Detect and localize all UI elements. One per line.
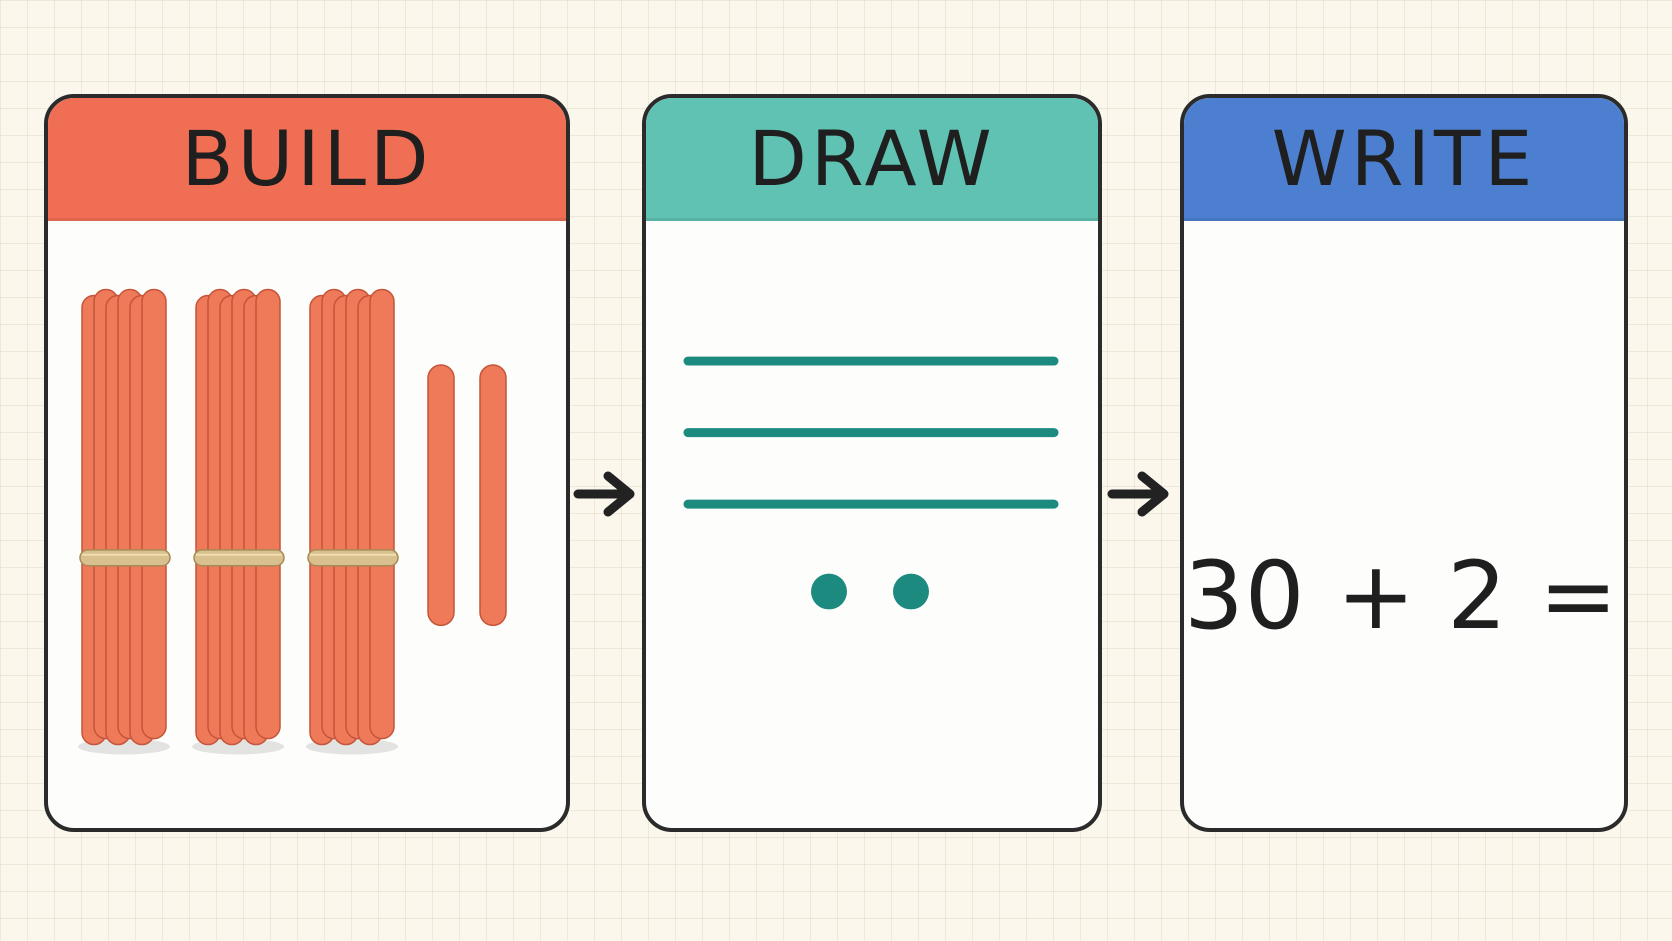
arrow-right-icon: [1106, 464, 1176, 524]
stick-bundle-of-ten: [78, 288, 171, 755]
build-panel-body: [48, 218, 566, 828]
ones-dot: [893, 573, 929, 610]
write-panel-header: WRITE: [1184, 98, 1624, 221]
write-panel: WRITE 30 + 2 = 32: [1180, 94, 1628, 832]
write-panel-body: 30 + 2 = 32: [1184, 218, 1624, 828]
write-title: WRITE: [1271, 113, 1537, 203]
build-title: BUILD: [181, 113, 433, 203]
draw-panel-header: DRAW: [646, 98, 1098, 221]
draw-panel: DRAW: [642, 94, 1102, 832]
arrow-right-icon: [572, 464, 642, 524]
single-stick: [479, 364, 507, 627]
stick-bundle-of-ten: [306, 288, 399, 755]
single-stick: [427, 364, 455, 627]
equation-text: 30 + 2 = 32: [1184, 542, 1624, 651]
build-panel: BUILD: [44, 94, 570, 832]
draw-title: DRAW: [748, 113, 996, 203]
build-panel-header: BUILD: [48, 98, 566, 221]
ones-dot: [811, 573, 847, 610]
draw-panel-body: [646, 218, 1098, 828]
popsicle-sticks-illustration: [78, 288, 507, 755]
stick-bundle-of-ten: [192, 288, 285, 755]
tens-and-ones-drawing: [683, 356, 1059, 610]
